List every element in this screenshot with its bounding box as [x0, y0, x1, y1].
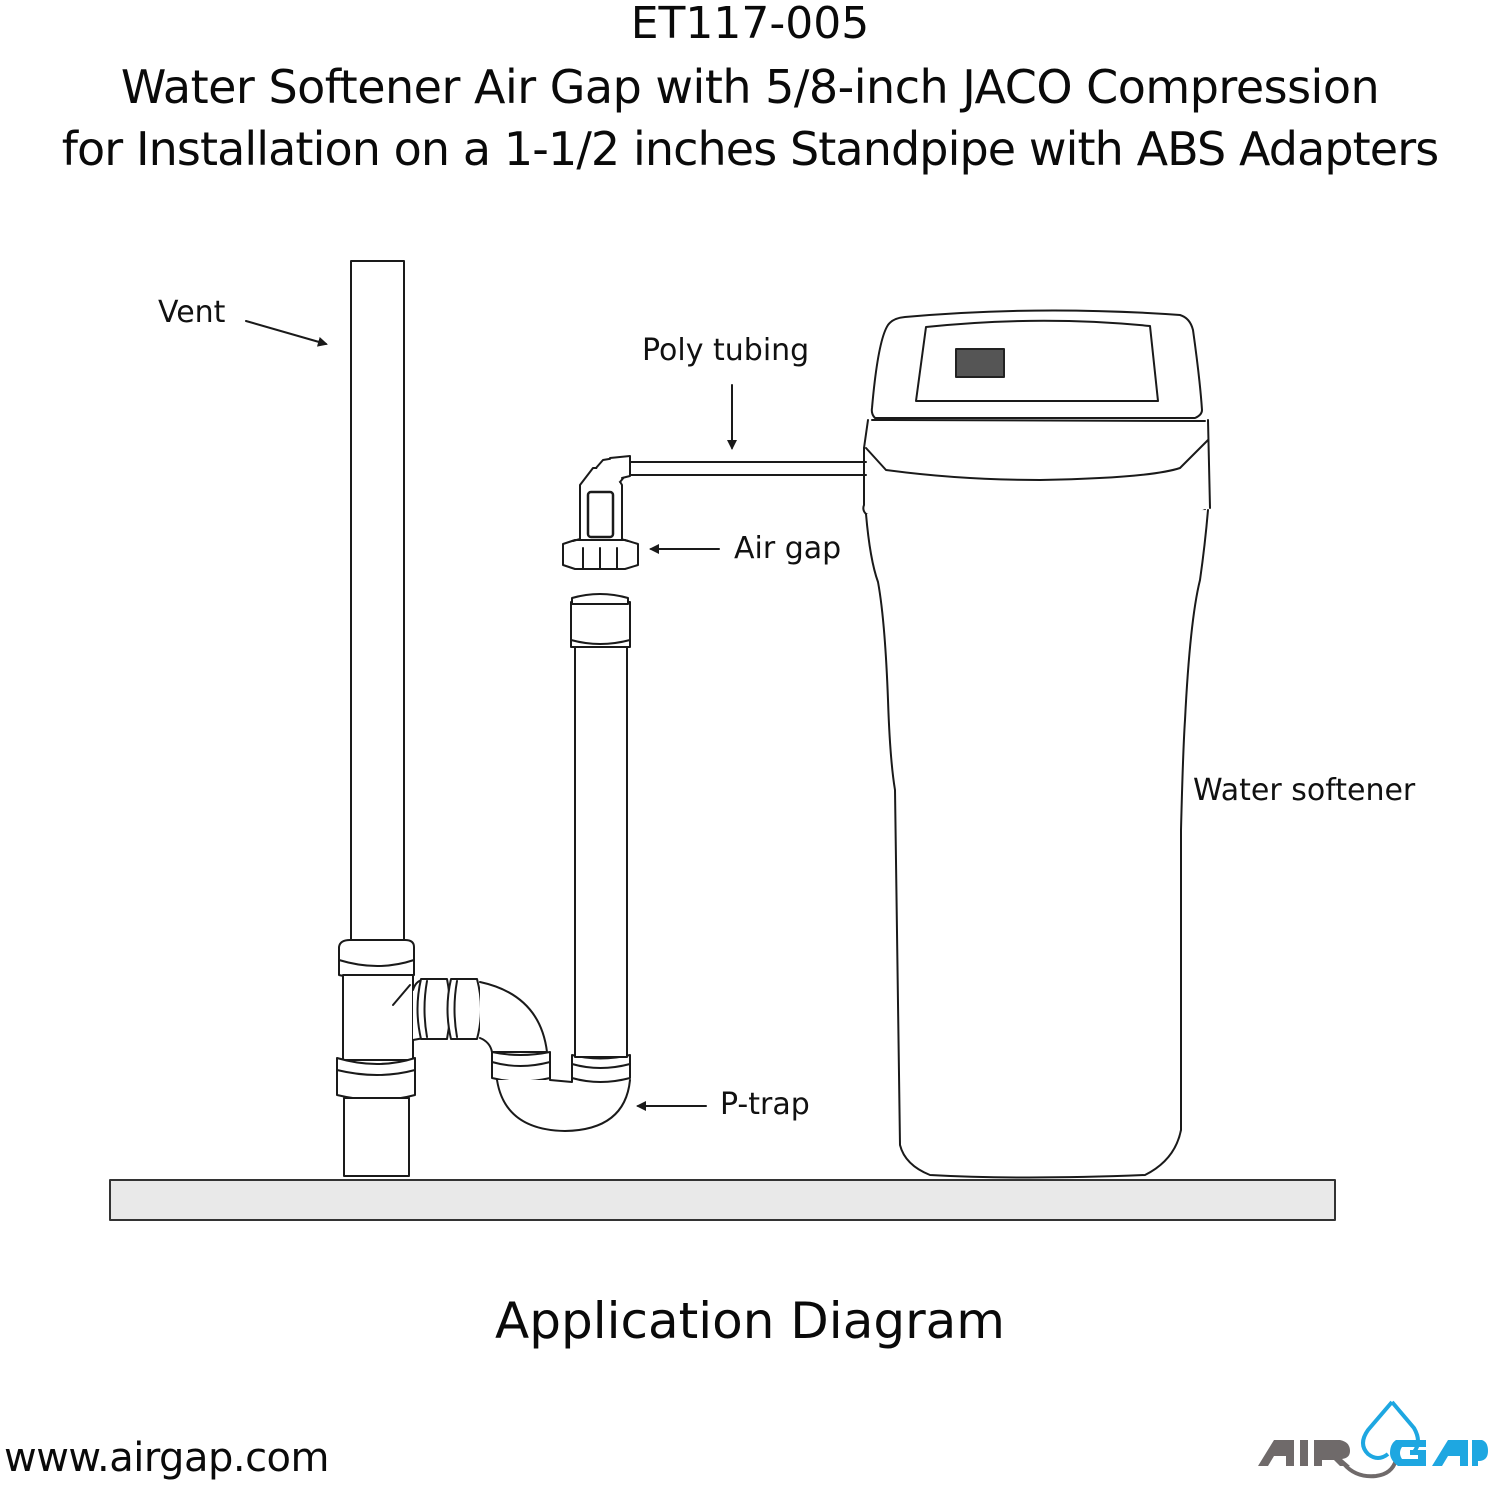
display-screen [955, 348, 1005, 378]
model-number: ET117-005 [630, 0, 870, 49]
standpipe [570, 593, 631, 1058]
label-vent: Vent [158, 295, 226, 330]
diagram-caption: Application Diagram [495, 1292, 1005, 1350]
water-drop-icon [1361, 1400, 1394, 1460]
title-line-1: Water Softener Air Gap with 5/8-inch JAC… [120, 60, 1380, 114]
website-link[interactable]: www.airgap.com [4, 1435, 330, 1481]
label-air-gap: Air gap [734, 531, 842, 566]
p-trap [412, 978, 631, 1132]
title-line-2: for Installation on a 1-1/2 inches Stand… [61, 122, 1439, 176]
label-water-softener: Water softener [1193, 773, 1416, 808]
floor [109, 1179, 1336, 1221]
label-p-trap: P-trap [720, 1087, 810, 1122]
poly-tubing [629, 461, 867, 476]
water-softener-unit [862, 309, 1211, 1179]
vent-arrow [245, 320, 328, 347]
vent-pipe [336, 260, 416, 1177]
label-poly-tubing: Poly tubing [642, 333, 810, 368]
air-gap-device [562, 455, 639, 570]
airgap-logo [1258, 1400, 1488, 1479]
